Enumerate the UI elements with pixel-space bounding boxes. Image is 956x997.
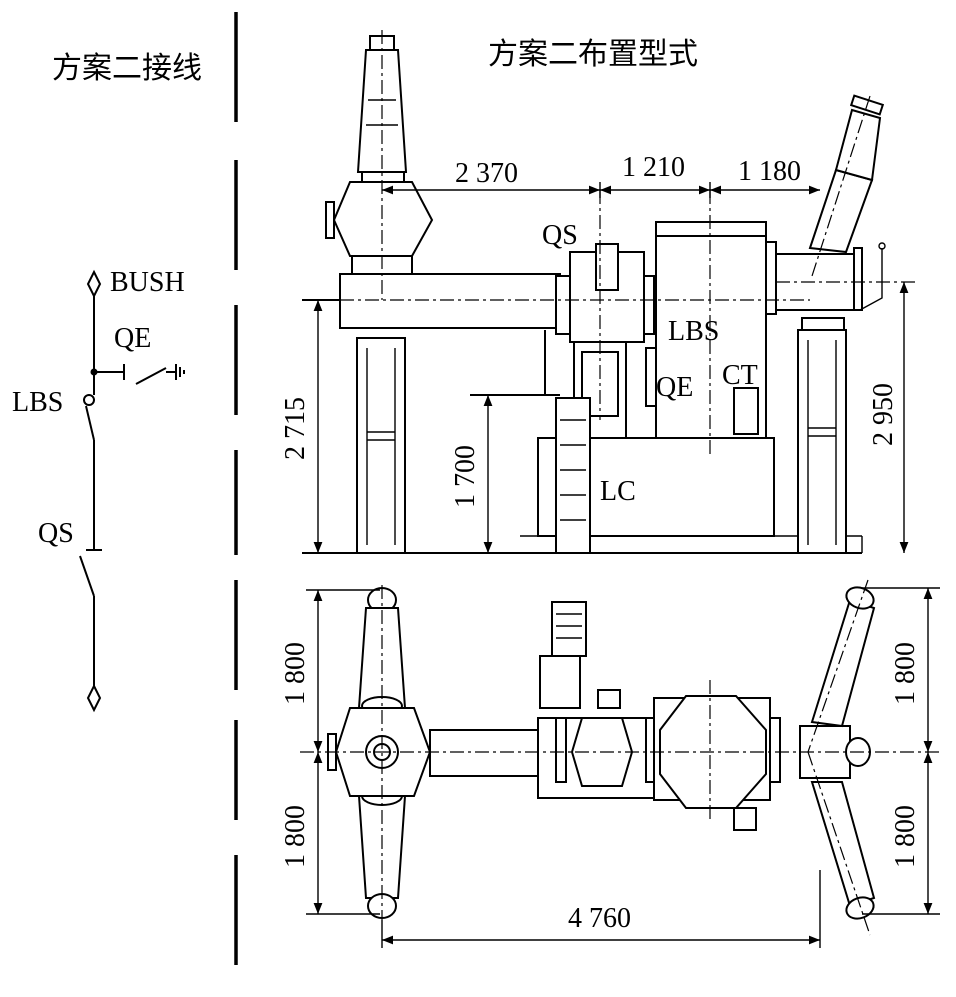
dim-2370: 2 370 (455, 158, 518, 189)
label-lbs: LBS (12, 387, 63, 418)
dim-1180: 1 180 (738, 156, 801, 187)
label-bush: BUSH (110, 267, 185, 298)
plan-view: 1 800 1 800 1 800 1 800 4 760 (280, 579, 940, 948)
left-support (356, 337, 406, 554)
bushing-terminal-icon (86, 269, 102, 299)
left-bushing-elevation (325, 35, 561, 329)
lc-cabinet (537, 397, 775, 554)
lbs-tank (645, 221, 777, 439)
plan-ladder (551, 601, 587, 657)
dim-1700: 1 700 (450, 445, 481, 508)
label-qe: QE (114, 323, 151, 354)
dim-4760: 4 760 (568, 903, 631, 934)
left-bushings-plan (327, 587, 432, 919)
dim-1210: 1 210 (622, 152, 685, 183)
earth-switch-blade (135, 367, 167, 385)
dim-2715: 2 715 (280, 397, 311, 460)
dim-1800-left-top: 1 800 (280, 642, 311, 705)
label-qs: QS (38, 518, 74, 549)
elevation-view: 2 370 1 210 1 180 2 715 1 700 2 950 QS L… (280, 30, 915, 554)
right-bushings-plan (799, 586, 876, 920)
label-qs-elevation: QS (542, 220, 578, 251)
title-layout: 方案二布置型式 (488, 37, 698, 72)
label-lbs-elevation: LBS (668, 316, 719, 347)
dim-1800-left-bottom: 1 800 (280, 805, 311, 868)
label-qe-elevation: QE (656, 372, 693, 403)
lbs-contact-icon (83, 394, 95, 406)
title-wiring: 方案二接线 (52, 51, 202, 86)
label-lc: LC (600, 476, 636, 507)
label-ct: CT (722, 360, 758, 391)
wiring-schematic: BUSH QE LBS QS (12, 267, 185, 713)
dim-1800-right-bottom: 1 800 (890, 805, 921, 868)
ladder (555, 397, 591, 554)
dim-1800-right-top: 1 800 (890, 642, 921, 705)
dim-2950: 2 950 (868, 383, 899, 446)
line-terminal-icon (86, 683, 102, 713)
